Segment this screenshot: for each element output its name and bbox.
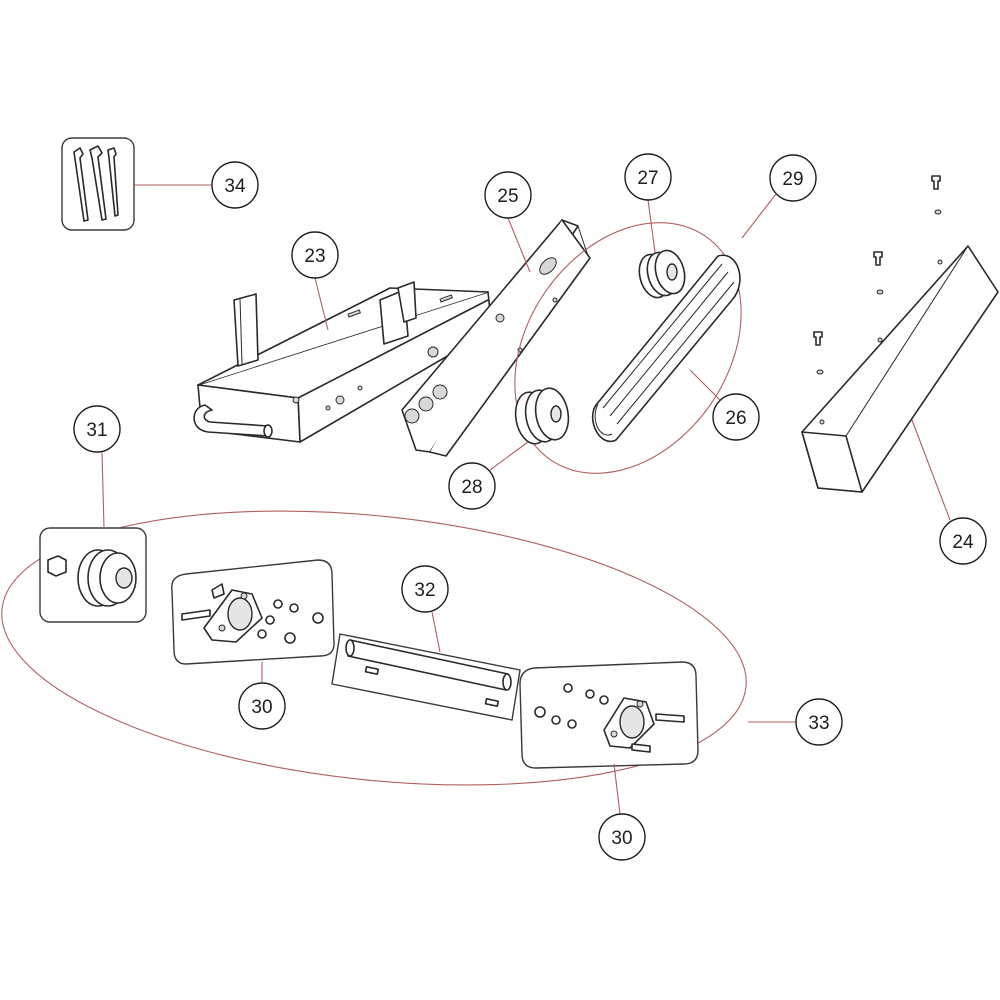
callout-label-28: 28 bbox=[461, 477, 482, 498]
callout-27: 27 bbox=[624, 153, 672, 201]
callout-label-23: 23 bbox=[304, 246, 325, 267]
callout-31: 31 bbox=[73, 405, 121, 453]
shaft-assembly-outline bbox=[1, 510, 747, 786]
belt-group-outline bbox=[514, 222, 742, 474]
callout-label-31: 31 bbox=[86, 420, 107, 441]
callout-32: 32 bbox=[401, 565, 449, 613]
callout-29: 29 bbox=[769, 154, 817, 202]
callout-25: 25 bbox=[484, 171, 532, 219]
callout-label-34: 34 bbox=[224, 176, 246, 197]
callout-23: 23 bbox=[291, 231, 339, 279]
shaft-part bbox=[331, 633, 521, 721]
callout-label-30-left: 30 bbox=[251, 697, 272, 718]
shaft-pulley-part bbox=[39, 527, 147, 623]
bearing-right-part bbox=[519, 661, 699, 769]
callout-34: 34 bbox=[211, 161, 259, 209]
angle-bracket-part bbox=[401, 219, 591, 457]
callout-24: 24 bbox=[939, 517, 987, 565]
callout-30-left: 30 bbox=[238, 682, 286, 730]
callout-label-24: 24 bbox=[952, 532, 974, 553]
callout-label-26: 26 bbox=[725, 408, 746, 429]
drive-belt-part bbox=[591, 254, 741, 443]
callout-label-27: 27 bbox=[637, 168, 658, 189]
wrench-set-part bbox=[61, 137, 135, 231]
callout-label-33: 33 bbox=[808, 713, 829, 734]
callout-label-30-right: 30 bbox=[611, 828, 632, 849]
lower-pulley-part bbox=[514, 387, 570, 445]
cover-box-part bbox=[801, 175, 999, 493]
bearing-left-part bbox=[171, 559, 335, 665]
callout-26: 26 bbox=[712, 393, 760, 441]
upper-pulley-part bbox=[638, 249, 686, 299]
callout-label-29: 29 bbox=[782, 169, 803, 190]
callout-28: 28 bbox=[448, 462, 496, 510]
callout-33: 33 bbox=[795, 698, 843, 746]
callout-label-32: 32 bbox=[414, 580, 435, 601]
callout-label-25: 25 bbox=[497, 186, 518, 207]
main-frame-part bbox=[193, 281, 493, 443]
callout-30-right: 30 bbox=[598, 813, 646, 861]
